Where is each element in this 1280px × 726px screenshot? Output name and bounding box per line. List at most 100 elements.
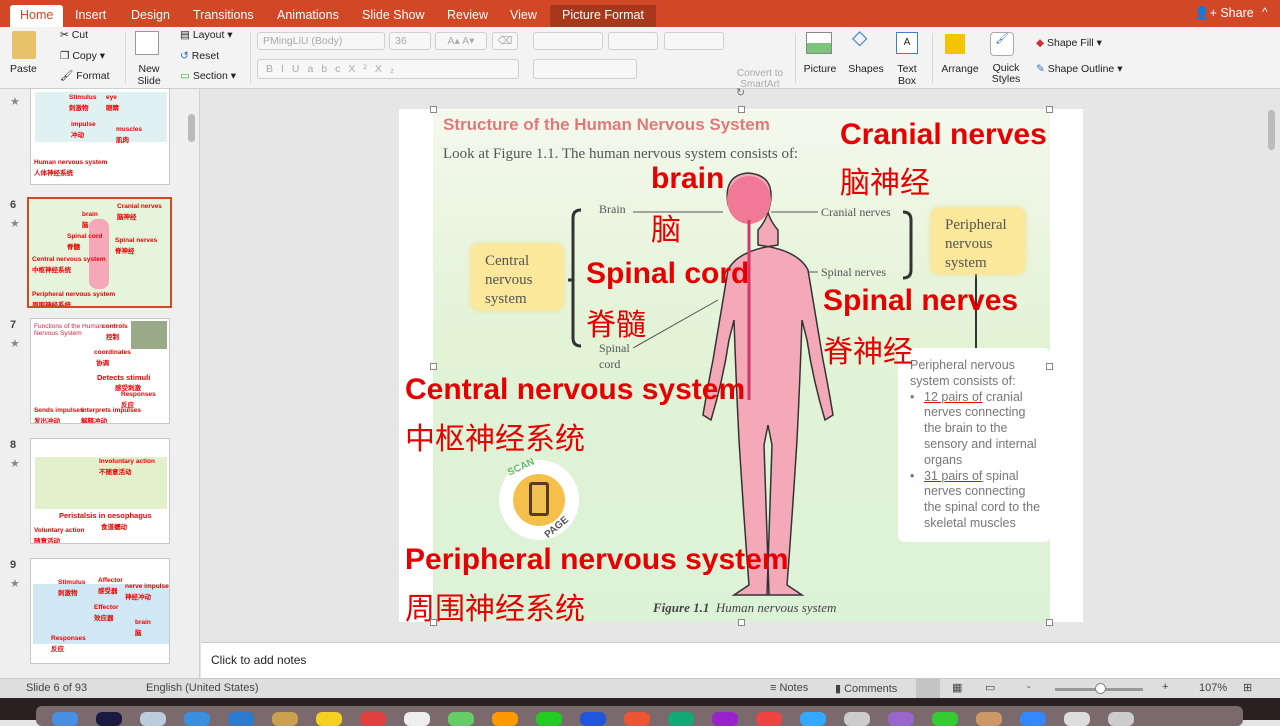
textbox-button[interactable]: Text Box — [897, 63, 917, 87]
thumbnail-scrollbar[interactable] — [188, 114, 195, 142]
tab-insert[interactable]: Insert — [75, 8, 107, 22]
dock-app-icon[interactable] — [492, 712, 518, 726]
dock-app-icon[interactable] — [932, 712, 958, 726]
new-slide-button[interactable]: New Slide — [137, 63, 161, 87]
dock-app-icon[interactable] — [712, 712, 738, 726]
convert-smartart-button[interactable]: Convert to SmartArt — [736, 68, 784, 90]
language-indicator[interactable]: English (United States) — [146, 682, 259, 694]
dock-app-icon[interactable] — [668, 712, 694, 726]
zoom-level[interactable]: 107% — [1199, 682, 1228, 694]
resize-handle[interactable] — [738, 106, 745, 113]
fit-to-window-icon[interactable]: ⊞ — [1243, 682, 1253, 694]
paste-icon[interactable] — [12, 31, 36, 59]
share-button[interactable]: 👤+ Share — [1194, 6, 1254, 21]
collapse-ribbon-icon[interactable]: ^ — [1262, 5, 1268, 19]
overlay-brain-en[interactable]: brain — [651, 162, 725, 195]
zoom-out-button[interactable]: - — [1027, 681, 1031, 693]
textbox-icon[interactable]: A — [896, 32, 918, 54]
quick-styles-icon[interactable]: 🖌 — [990, 32, 1014, 56]
clear-format-icon[interactable]: ⌫ — [492, 32, 518, 50]
overlay-cns-en[interactable]: Central nervous system — [405, 373, 746, 406]
resize-handle[interactable] — [1046, 619, 1053, 626]
cut-button[interactable]: ✂ Cut — [60, 29, 88, 41]
tab-design[interactable]: Design — [131, 8, 170, 22]
zoom-slider-knob[interactable] — [1095, 683, 1107, 694]
dock-app-icon[interactable] — [448, 712, 474, 726]
star-icon[interactable]: ★ — [10, 458, 20, 470]
zoom-in-button[interactable]: + — [1162, 681, 1169, 693]
layout-button[interactable]: ▤ Layout ▾ — [180, 29, 233, 41]
dock-app-icon[interactable] — [624, 712, 650, 726]
dock-app-icon[interactable] — [1020, 712, 1046, 726]
font-size-grow-shrink[interactable]: A▴ A▾ — [435, 32, 487, 50]
overlay-spinal-nerves-en[interactable]: Spinal nerves — [823, 284, 1019, 317]
dock-app-icon[interactable] — [140, 712, 166, 726]
dock-app-icon[interactable] — [228, 712, 254, 726]
overlay-spinal-cord-en[interactable]: Spinal cord — [586, 257, 750, 290]
star-icon[interactable]: ★ — [10, 218, 20, 230]
dock-app-icon[interactable] — [580, 712, 606, 726]
dock-app-icon[interactable] — [800, 712, 826, 726]
indent-buttons[interactable] — [608, 32, 658, 50]
canvas-scrollbar[interactable] — [1268, 110, 1275, 630]
tab-animations[interactable]: Animations — [277, 8, 339, 22]
tab-picture-format[interactable]: Picture Format — [550, 5, 656, 27]
dock-app-icon[interactable] — [316, 712, 342, 726]
paste-button[interactable]: Paste — [10, 63, 37, 75]
tab-slide-show[interactable]: Slide Show — [362, 8, 425, 22]
shape-fill-button[interactable]: ◆ Shape Fill ▾ — [1036, 37, 1102, 49]
font-name-select[interactable]: PMingLiU (Body) — [257, 32, 385, 50]
rotate-handle-icon[interactable]: ↻ — [736, 87, 746, 99]
quick-styles-button[interactable]: Quick Styles — [991, 62, 1021, 85]
arrange-button[interactable]: Arrange — [941, 63, 979, 75]
dock-app-icon[interactable] — [52, 712, 78, 726]
resize-handle[interactable] — [1046, 363, 1053, 370]
slide-thumbnail-5[interactable]: Stimulus 刺激物 eye 眼睛 impulse 冲动 muscles 肌… — [30, 89, 170, 185]
dock-app-icon[interactable] — [404, 712, 430, 726]
resize-handle[interactable] — [1046, 106, 1053, 113]
dock-app-icon[interactable] — [976, 712, 1002, 726]
slide-sorter-view-button[interactable]: ▦ — [952, 682, 963, 694]
normal-view-button[interactable] — [916, 679, 940, 698]
slide-thumbnail-8[interactable]: Involuntary action 不随意活动 Voluntary actio… — [30, 438, 170, 544]
picture-icon[interactable] — [806, 32, 832, 54]
overlay-cranial-en[interactable]: Cranial nerves — [840, 118, 1047, 151]
resize-handle[interactable] — [430, 363, 437, 370]
tab-review[interactable]: Review — [447, 8, 488, 22]
arrange-icon[interactable] — [945, 34, 965, 54]
overlay-cranial-cn[interactable]: 脑神经 — [840, 166, 930, 201]
picture-button[interactable]: Picture — [803, 63, 837, 75]
resize-handle[interactable] — [430, 106, 437, 113]
comments-button[interactable]: ▮ Comments — [835, 682, 897, 695]
format-painter-button[interactable]: 🖌 Format — [60, 70, 110, 82]
line-spacing-button[interactable] — [664, 32, 724, 50]
dock-app-icon[interactable] — [184, 712, 210, 726]
notes-pane[interactable]: Click to add notes — [201, 642, 1280, 678]
bullets-button[interactable] — [533, 32, 603, 50]
resize-handle[interactable] — [738, 619, 745, 626]
notes-button[interactable]: ≡ Notes — [770, 682, 808, 694]
dock-app-icon[interactable] — [756, 712, 782, 726]
tab-home[interactable]: Home — [10, 5, 64, 27]
dock-app-icon[interactable] — [360, 712, 386, 726]
shapes-icon[interactable]: ◇ — [852, 27, 868, 49]
overlay-spinal-nerves-cn[interactable]: 脊神经 — [823, 335, 913, 370]
slide-thumbnail-6[interactable]: Cranial nerves 脑神经 brain 脑 Spinal cord 脊… — [27, 197, 172, 308]
tab-transitions[interactable]: Transitions — [193, 8, 254, 22]
star-icon[interactable]: ★ — [10, 96, 20, 108]
reading-view-button[interactable]: ▭ — [985, 682, 996, 694]
pns-description-box[interactable]: Peripheral nervous system consists of: •… — [898, 348, 1050, 542]
copy-button[interactable]: ❐ Copy ▾ — [60, 50, 106, 62]
dock-app-icon[interactable] — [272, 712, 298, 726]
star-icon[interactable]: ★ — [10, 578, 20, 590]
dock-app-icon[interactable] — [536, 712, 562, 726]
slide-thumbnail-7[interactable]: Functions of the Human Nervous System co… — [30, 318, 170, 424]
dock-app-icon[interactable] — [1064, 712, 1090, 726]
shapes-button[interactable]: Shapes — [848, 63, 884, 75]
dock-app-icon[interactable] — [844, 712, 870, 726]
section-button[interactable]: ▭ Section ▾ — [180, 70, 237, 82]
reset-button[interactable]: ↺ Reset — [180, 50, 219, 62]
resize-handle[interactable] — [430, 619, 437, 626]
shape-outline-button[interactable]: ✎ Shape Outline ▾ — [1036, 63, 1123, 75]
dock-app-icon[interactable] — [888, 712, 914, 726]
